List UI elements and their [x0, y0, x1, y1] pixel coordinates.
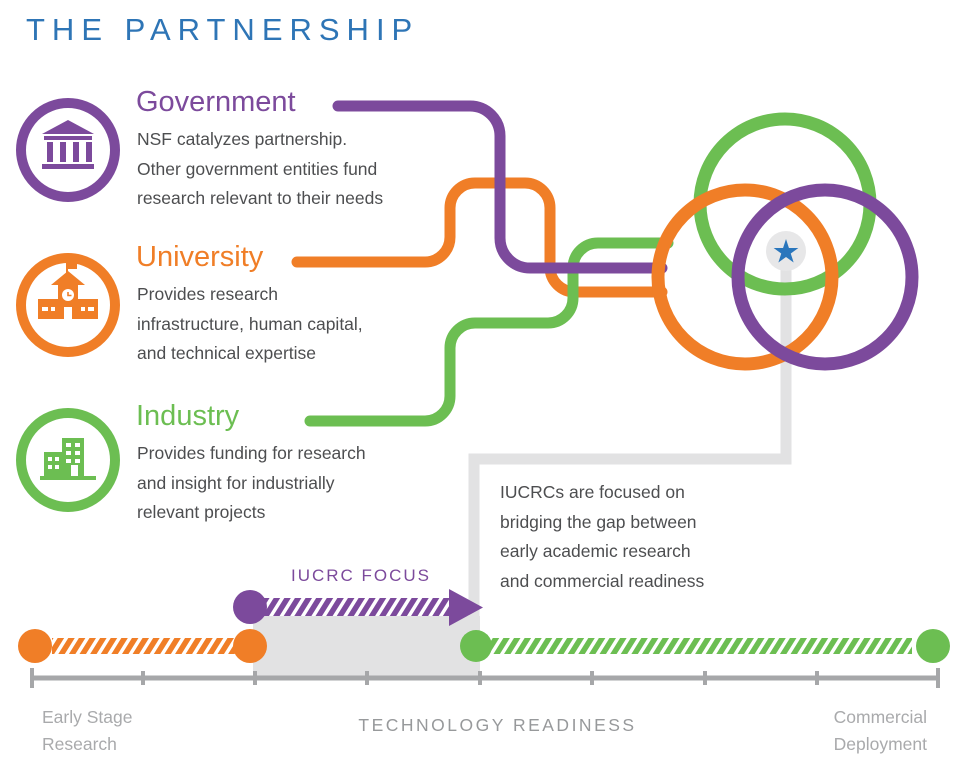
university-ring [651, 183, 839, 371]
iucrc-focus-arrow-shaft [263, 598, 452, 616]
timeline-dot-commercial-start [460, 630, 492, 662]
government-ring [731, 183, 919, 371]
university-heading: University [136, 241, 264, 273]
industry-description: Provides funding for research and insigh… [137, 443, 366, 522]
university-description: Provides research infrastructure, human … [137, 284, 363, 363]
iucrc-focus-label: IUCRC FOCUS [290, 566, 432, 585]
timeline-dot-early-end [233, 629, 267, 663]
iucrc-focus-arrowhead [449, 589, 483, 626]
axis-ticks [30, 668, 940, 688]
industry-heading: Industry [136, 400, 240, 432]
school-icon [16, 253, 120, 357]
early-stage-caption: Early Stage Research [42, 707, 133, 754]
star-icon [773, 239, 799, 263]
government-description: NSF catalyzes partnership. Other governm… [137, 129, 384, 208]
timeline-dot-focus-start [233, 590, 267, 624]
iucrc-note: IUCRCs are focused on bridging the gap b… [500, 482, 705, 591]
buildings-icon [16, 408, 120, 512]
commercial-deployment-caption: Commercial Deployment [833, 707, 927, 754]
bank-icon [16, 98, 120, 202]
industry-connector-line [304, 237, 674, 427]
timeline-dot-early-start [18, 629, 52, 663]
timeline-dot-commercial-end [916, 629, 950, 663]
government-heading: Government [136, 86, 296, 118]
commercialization-hatch [490, 638, 912, 654]
page-title: THE PARTNERSHIP [26, 12, 420, 47]
technology-readiness-label: TECHNOLOGY READINESS [358, 715, 637, 735]
focus-region-box [253, 616, 480, 677]
early-stage-hatch [52, 638, 235, 654]
government-connector-line [332, 100, 668, 274]
